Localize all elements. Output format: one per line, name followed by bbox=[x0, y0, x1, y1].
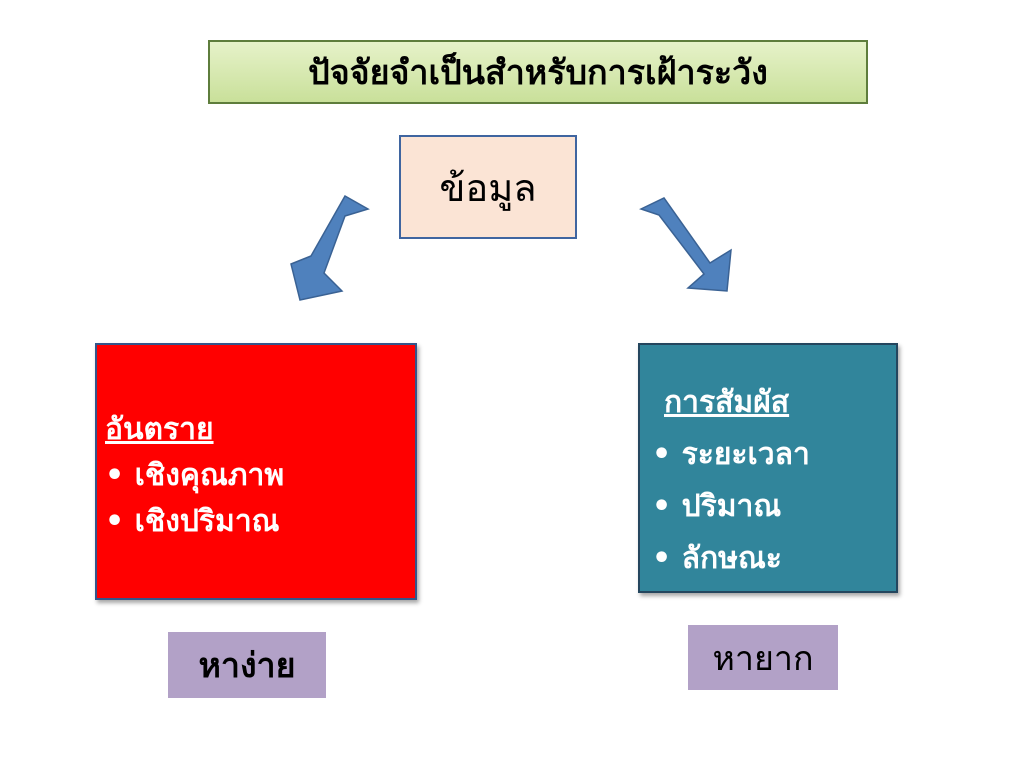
hazard-heading: อันตราย bbox=[105, 412, 214, 447]
hazard-item-qualitative: • เชิงคุณภาพ bbox=[105, 458, 285, 493]
hazard-box: อันตราย • เชิงคุณภาพ • เชิงปริมาณ bbox=[95, 343, 417, 600]
arrow-down-right-icon bbox=[639, 197, 732, 292]
exposure-box: การสัมผัส • ระยะเวลา • ปริมาณ • ลักษณะ bbox=[638, 343, 898, 593]
exposure-heading: การสัมผัส bbox=[664, 385, 790, 420]
exposure-item-duration: • ระยะเวลา bbox=[652, 437, 810, 472]
diagram-title: ปัจจัยจำเป็นสำหรับการเฝ้าระวัง bbox=[208, 40, 868, 104]
center-node-data: ข้อมูล bbox=[399, 135, 577, 239]
exposure-item-amount: • ปริมาณ bbox=[652, 489, 782, 524]
hard-to-find-label: หายาก bbox=[688, 625, 838, 690]
arrow-down-left-icon bbox=[290, 194, 370, 301]
easy-to-find-label: หาง่าย bbox=[168, 632, 326, 698]
exposure-item-characteristics: • ลักษณะ bbox=[652, 541, 782, 576]
hazard-item-quantitative: • เชิงปริมาณ bbox=[105, 504, 280, 539]
